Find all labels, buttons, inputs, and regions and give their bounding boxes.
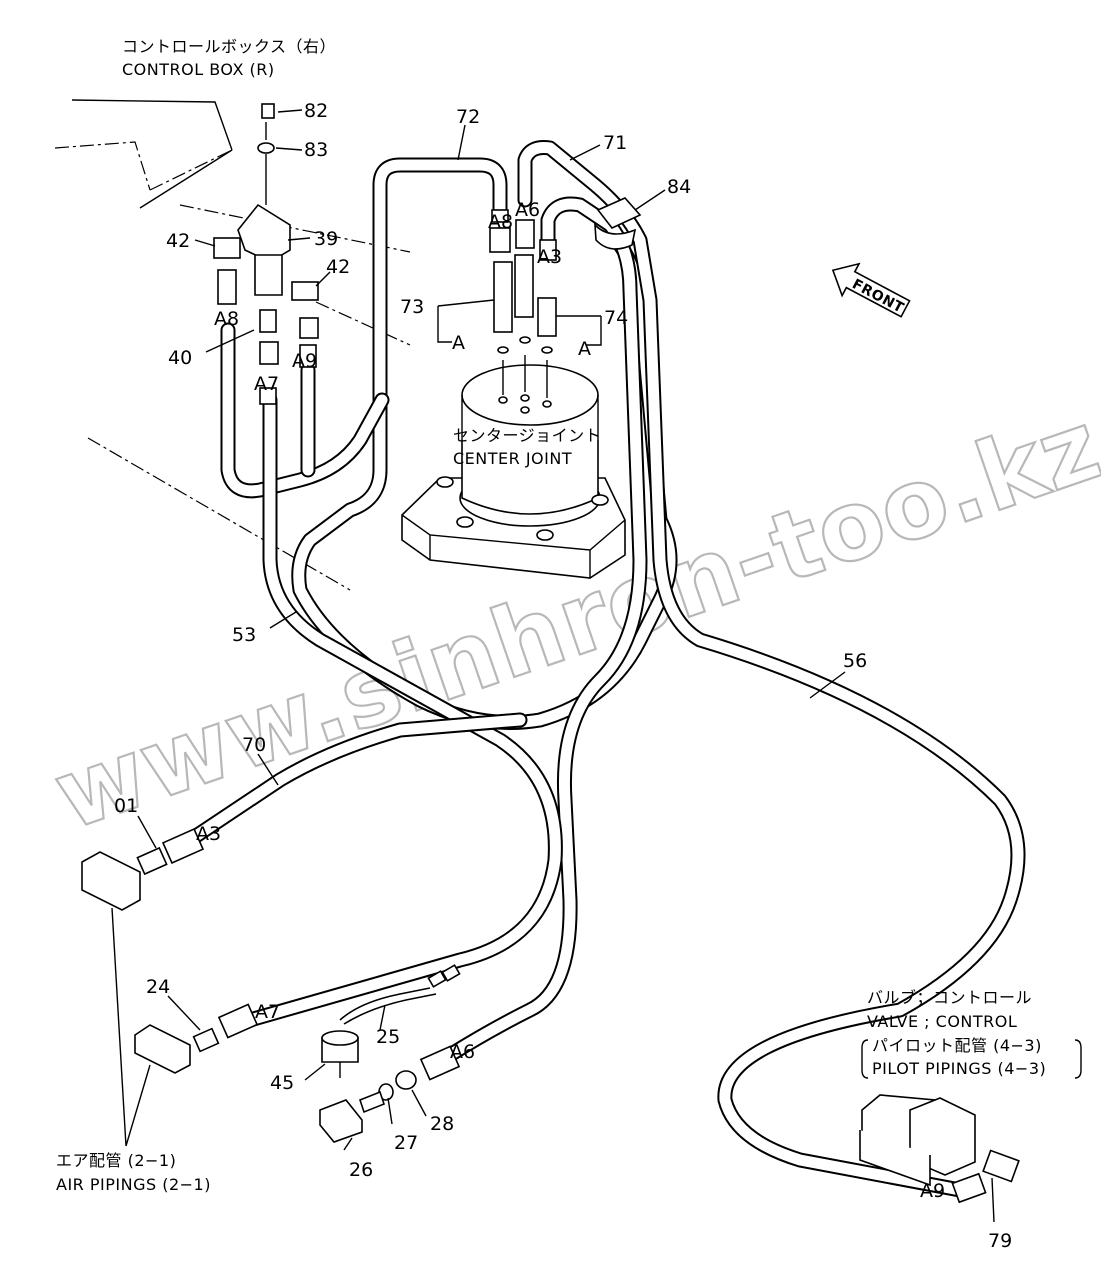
part-number: 25: [376, 1026, 400, 1048]
part-number: 83: [304, 139, 328, 161]
control-box-parts: [213, 103, 319, 405]
part-number: 01: [114, 795, 138, 817]
part-number: 79: [988, 1230, 1012, 1252]
part-numbers: 82 83 72 71 84 42 39 42 73 74 40 53 56 7…: [114, 100, 1012, 1252]
part-number: 28: [430, 1113, 454, 1135]
part-number: 56: [843, 650, 867, 672]
control-box-jp: コントロールボックス（右）: [122, 37, 336, 56]
air-jp: エア配管 (2−1): [56, 1151, 176, 1170]
connector-label: A: [452, 332, 465, 354]
front-arrow-icon: FRONT: [831, 262, 911, 318]
part-number: 82: [304, 100, 328, 122]
valve-en: VALVE ; CONTROL: [867, 1012, 1017, 1031]
connector-label: A: [578, 338, 591, 360]
center-joint-en: CENTER JOINT: [453, 449, 572, 468]
part-number: 27: [394, 1132, 418, 1154]
part-number: 70: [242, 734, 266, 756]
clamp-84: [594, 197, 642, 250]
part-number: 45: [270, 1072, 294, 1094]
part-number: 84: [667, 176, 691, 198]
part-number: 53: [232, 624, 256, 646]
connector-label: A3: [537, 246, 562, 268]
part-number: 42: [166, 230, 190, 252]
connector-label: A6: [515, 199, 540, 221]
part-number: 74: [604, 307, 628, 329]
connector-label: A7: [254, 373, 279, 395]
bottom-left-parts: [81, 827, 461, 1143]
connector-labels: A8 A6 A3 A A A8 A7 A9 A3 A7 A6 A9: [196, 199, 945, 1202]
frame-lines: [54, 99, 411, 591]
air-en: AIR PIPINGS (2−1): [56, 1175, 211, 1194]
part-number: 39: [314, 228, 338, 250]
part-number: 26: [349, 1159, 373, 1181]
control-box-en: CONTROL BOX (R): [122, 60, 275, 79]
connector-label: A6: [450, 1041, 475, 1063]
center-joint-jp: センタージョイント: [453, 426, 601, 445]
part-number: 72: [456, 106, 480, 128]
part-number: 73: [400, 296, 424, 318]
captions: コントロールボックス（右） CONTROL BOX (R) センタージョイント …: [56, 37, 1082, 1194]
center-fittings: [489, 209, 557, 354]
center-joint: [401, 355, 626, 579]
valve-jp: バルブ；コントロール: [867, 988, 1032, 1007]
connector-label: A9: [292, 350, 317, 372]
part-number: 40: [168, 347, 192, 369]
part-number: 71: [603, 132, 627, 154]
part-number: 24: [146, 976, 170, 998]
part-number: 42: [326, 256, 350, 278]
valve-control: [859, 1094, 1020, 1204]
pilot-jp: パイロット配管 (4−3): [872, 1036, 1042, 1055]
connector-label: A9: [920, 1180, 945, 1202]
leader-lines: [111, 109, 995, 1223]
connector-label: A3: [196, 823, 221, 845]
connector-label: A7: [255, 1001, 280, 1023]
connector-label: A8: [214, 308, 239, 330]
pilot-en: PILOT PIPINGS (4−3): [872, 1059, 1046, 1078]
connector-label: A8: [488, 211, 513, 233]
